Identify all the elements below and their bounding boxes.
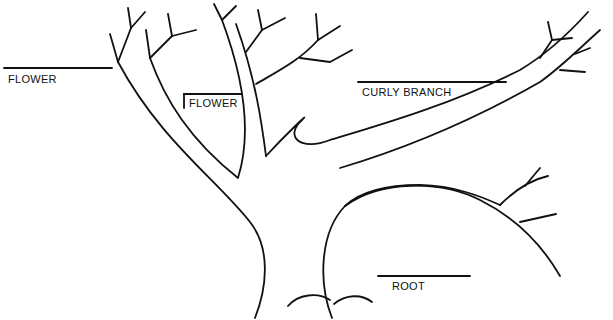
leader-line [4,67,112,69]
tree-twig [316,14,318,40]
part-label: ROOT [392,280,425,293]
leader-line [183,94,185,108]
label-holder: ROOT [392,280,425,293]
tree-twig [146,30,150,58]
tree-twig [246,10,262,52]
tree-root [334,296,372,304]
tree-twig [128,8,131,28]
tree-twig [560,70,585,72]
tree-outline [345,185,500,206]
tree-twig [118,28,131,62]
tree-twig [300,50,352,62]
part-label: CURLY BRANCH [362,86,451,99]
tree-outline [150,20,245,178]
tree-twig [168,14,172,36]
label-holder: CURLY BRANCH [362,86,451,99]
leader-line [378,275,470,277]
tree-twig [540,22,552,58]
leader-line [358,81,506,83]
tree-twig [222,6,236,20]
tree-twig [575,48,590,54]
tree-twig [214,4,222,20]
tree-twig [318,26,340,40]
tree-twig [552,38,572,40]
tree-root [288,295,330,306]
tree-twig [110,34,118,62]
label-holder: FLOWER [189,97,238,110]
tree-outline [323,186,560,318]
tree-twig [150,36,172,58]
tree-twig [520,214,556,222]
tree-twig [172,30,196,36]
leader-line [184,93,242,95]
part-label: FLOWER [189,97,238,110]
curly-branch [266,12,588,156]
tree-twig [131,12,145,28]
tree-twig [262,18,285,30]
part-label: FLOWER [8,73,57,86]
tree-twig [525,168,540,186]
tree-twig [500,176,548,205]
tree-outline [340,30,600,168]
tree-twig [256,40,318,84]
label-holder: FLOWER [8,73,57,86]
